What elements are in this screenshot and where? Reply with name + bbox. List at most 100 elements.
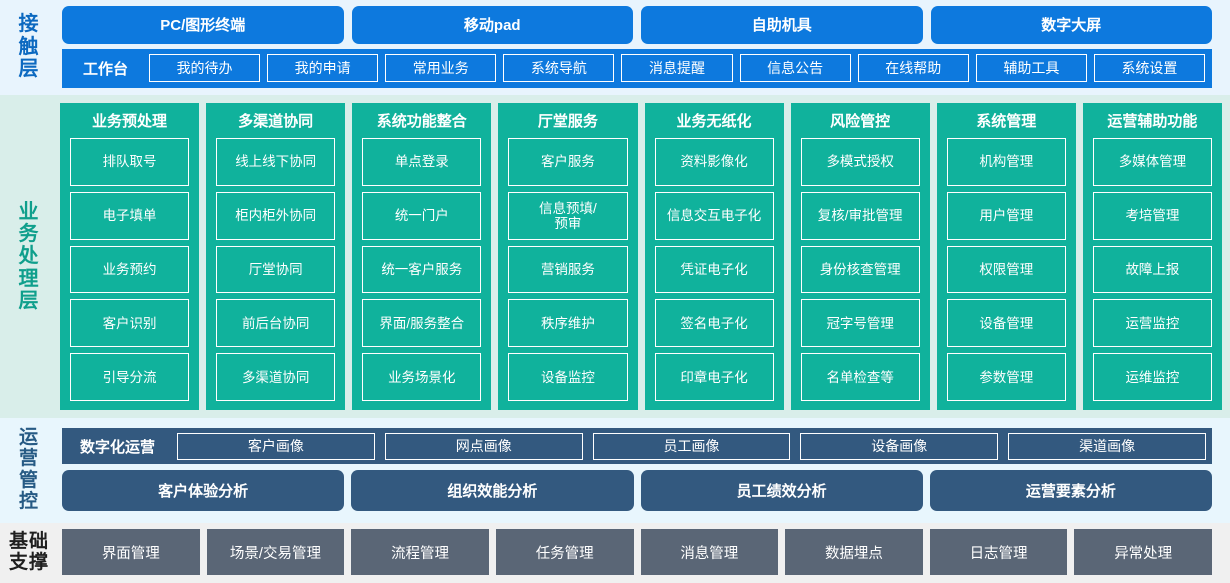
- item-user-mgmt[interactable]: 用户管理: [946, 191, 1066, 240]
- layer-business: 业务处理层 业务预处理 排队取号 电子填单 业务预约 客户识别 引导分流 多渠道…: [0, 95, 1230, 418]
- business-column-system-mgmt: 系统管理 机构管理 用户管理 权限管理 设备管理 参数管理: [936, 103, 1076, 410]
- item-identity-verification-mgmt[interactable]: 身份核查管理: [800, 245, 920, 294]
- digital-operations-title: 数字化运营: [80, 438, 156, 456]
- column-items: 线上线下协同 柜内柜外协同 厅堂协同 前后台协同 多渠道协同: [216, 138, 336, 401]
- item-single-sign-on[interactable]: 单点登录: [362, 138, 482, 186]
- item-multichannel-collab[interactable]: 多渠道协同: [216, 353, 336, 401]
- item-multimode-authorization[interactable]: 多模式授权: [800, 138, 920, 186]
- item-guide-diversion[interactable]: 引导分流: [70, 353, 190, 401]
- channel-pc[interactable]: PC/图形终端: [62, 6, 344, 44]
- item-signature-electronic[interactable]: 签名电子化: [654, 299, 774, 348]
- item-business-scenario[interactable]: 业务场景化: [362, 353, 482, 401]
- item-marketing-service[interactable]: 营销服务: [508, 245, 628, 294]
- item-unified-customer-service[interactable]: 统一客户服务: [362, 245, 482, 294]
- column-title: 厅堂服务: [537, 113, 598, 130]
- workbench-item-my-todo[interactable]: 我的待办: [149, 54, 261, 83]
- item-unified-portal[interactable]: 统一门户: [362, 191, 482, 240]
- item-queue-ticket[interactable]: 排队取号: [70, 138, 190, 186]
- layer-contact-label-text: 接触层: [18, 13, 40, 81]
- column-title: 多渠道协同: [238, 113, 314, 130]
- foundation-message-mgmt[interactable]: 消息管理: [640, 529, 779, 575]
- business-column-ops-support: 运营辅助功能 多媒体管理 考培管理 故障上报 运营监控 运维监控: [1082, 103, 1222, 410]
- column-items: 单点登录 统一门户 统一客户服务 界面/服务整合 业务场景化: [362, 138, 482, 401]
- layer-contact-label: 接触层: [0, 6, 58, 88]
- column-title: 业务预处理: [92, 113, 168, 130]
- workbench-row: 工作台 我的待办 我的申请 常用业务 系统导航 消息提醒 信息公告 在线帮助 辅…: [62, 48, 1212, 88]
- channel-mobile-pad[interactable]: 移动pad: [351, 6, 633, 44]
- business-column-lobby-service: 厅堂服务 客户服务 信息预填/ 预审 营销服务 秩序维护 设备监控: [498, 103, 638, 410]
- channel-self-service[interactable]: 自助机具: [641, 6, 923, 44]
- workbench-item-announcement[interactable]: 信息公告: [739, 54, 851, 83]
- analysis-employee-performance[interactable]: 员工绩效分析: [640, 470, 923, 511]
- item-review-approval-mgmt[interactable]: 复核/审批管理: [800, 191, 920, 240]
- item-prefill-prereview[interactable]: 信息预填/ 预审: [508, 191, 628, 240]
- foundation-exception-handling[interactable]: 异常处理: [1074, 529, 1212, 575]
- item-org-mgmt[interactable]: 机构管理: [946, 138, 1066, 186]
- workbench-item-system-settings[interactable]: 系统设置: [1093, 54, 1205, 83]
- workbench-item-aux-tools[interactable]: 辅助工具: [975, 54, 1087, 83]
- foundation-process-mgmt[interactable]: 流程管理: [351, 529, 489, 575]
- business-column-risk-control: 风险管控 多模式授权 复核/审批管理 身份核查管理 冠字号管理 名单检查等: [790, 103, 930, 410]
- item-parameter-mgmt[interactable]: 参数管理: [946, 353, 1066, 401]
- foundation-row: 界面管理 场景/交易管理 流程管理 任务管理 消息管理 数据埋点 日志管理 异常…: [62, 529, 1212, 575]
- column-title: 运营辅助功能: [1107, 113, 1198, 130]
- workbench-item-message-alert[interactable]: 消息提醒: [621, 54, 733, 83]
- item-maintenance-monitoring[interactable]: 运维监控: [1092, 353, 1212, 401]
- workbench-item-system-nav[interactable]: 系统导航: [503, 54, 615, 83]
- item-serial-number-mgmt[interactable]: 冠字号管理: [800, 299, 920, 348]
- layer-contact-body: PC/图形终端 移动pad 自助机具 数字大屏 工作台 我的待办 我的申请 常用…: [58, 6, 1230, 88]
- portrait-device[interactable]: 设备画像: [800, 432, 999, 460]
- foundation-log-mgmt[interactable]: 日志管理: [929, 529, 1068, 575]
- item-counter-inout-collab[interactable]: 柜内柜外协同: [216, 191, 336, 240]
- column-title: 业务无纸化: [676, 113, 752, 130]
- portrait-customer[interactable]: 客户画像: [177, 432, 375, 460]
- item-info-exchange-electronic[interactable]: 信息交互电子化: [654, 191, 774, 240]
- item-device-mgmt[interactable]: 设备管理: [946, 299, 1066, 348]
- layer-foundation-label-text: 基础支撑: [8, 530, 49, 573]
- item-ui-service-integration[interactable]: 界面/服务整合: [362, 299, 482, 348]
- item-document-imaging[interactable]: 资料影像化: [654, 138, 774, 186]
- item-voucher-electronic[interactable]: 凭证电子化: [654, 245, 774, 294]
- layer-foundation: 基础支撑 界面管理 场景/交易管理 流程管理 任务管理 消息管理 数据埋点 日志…: [0, 523, 1230, 583]
- item-permission-mgmt[interactable]: 权限管理: [946, 245, 1066, 294]
- column-items: 客户服务 信息预填/ 预审 营销服务 秩序维护 设备监控: [508, 138, 628, 401]
- layer-business-label: 业务处理层: [0, 103, 58, 410]
- item-front-back-collab[interactable]: 前后台协同: [216, 299, 336, 348]
- portrait-branch[interactable]: 网点画像: [384, 432, 583, 460]
- channel-digital-screen[interactable]: 数字大屏: [930, 6, 1212, 44]
- layer-operations-body: 数字化运营 客户画像 网点画像 员工画像 设备画像 渠道画像 客户体验分析 组织…: [58, 424, 1230, 515]
- analysis-operation-factors[interactable]: 运营要素分析: [929, 470, 1212, 511]
- layer-operations: 运营管控 数字化运营 客户画像 网点画像 员工画像 设备画像 渠道画像 客户体验…: [0, 418, 1230, 523]
- item-device-monitoring[interactable]: 设备监控: [508, 353, 628, 401]
- item-training-mgmt[interactable]: 考培管理: [1092, 191, 1212, 240]
- layer-foundation-body: 界面管理 场景/交易管理 流程管理 任务管理 消息管理 数据埋点 日志管理 异常…: [58, 529, 1230, 575]
- item-operation-monitoring[interactable]: 运营监控: [1092, 299, 1212, 348]
- analysis-org-efficiency[interactable]: 组织效能分析: [351, 470, 634, 511]
- column-items: 机构管理 用户管理 权限管理 设备管理 参数管理: [946, 138, 1066, 401]
- item-business-appointment[interactable]: 业务预约: [70, 245, 190, 294]
- column-items: 排队取号 电子填单 业务预约 客户识别 引导分流: [70, 138, 190, 401]
- foundation-data-tracking[interactable]: 数据埋点: [785, 529, 923, 575]
- item-customer-recognition[interactable]: 客户识别: [70, 299, 190, 348]
- column-items: 多模式授权 复核/审批管理 身份核查管理 冠字号管理 名单检查等: [800, 138, 920, 401]
- workbench-item-common-business[interactable]: 常用业务: [385, 54, 497, 83]
- item-seal-electronic[interactable]: 印章电子化: [654, 353, 774, 401]
- column-title: 系统功能整合: [376, 113, 467, 130]
- portrait-channel[interactable]: 渠道画像: [1008, 432, 1206, 460]
- item-lobby-collab[interactable]: 厅堂协同: [216, 245, 336, 294]
- workbench-item-my-application[interactable]: 我的申请: [267, 54, 379, 83]
- business-column-system-integration: 系统功能整合 单点登录 统一门户 统一客户服务 界面/服务整合 业务场景化: [352, 103, 492, 410]
- foundation-task-mgmt[interactable]: 任务管理: [495, 529, 634, 575]
- item-multimedia-mgmt[interactable]: 多媒体管理: [1092, 138, 1212, 186]
- workbench-item-online-help[interactable]: 在线帮助: [857, 54, 969, 83]
- item-e-form[interactable]: 电子填单: [70, 191, 190, 240]
- analysis-customer-experience[interactable]: 客户体验分析: [62, 470, 345, 511]
- portrait-employee[interactable]: 员工画像: [592, 432, 791, 460]
- item-online-offline-collab[interactable]: 线上线下协同: [216, 138, 336, 186]
- item-fault-report[interactable]: 故障上报: [1092, 245, 1212, 294]
- item-customer-service[interactable]: 客户服务: [508, 138, 628, 186]
- item-watchlist-check[interactable]: 名单检查等: [800, 353, 920, 401]
- foundation-scenario-transaction-mgmt[interactable]: 场景/交易管理: [206, 529, 345, 575]
- item-order-maintenance[interactable]: 秩序维护: [508, 299, 628, 348]
- foundation-ui-mgmt[interactable]: 界面管理: [62, 529, 200, 575]
